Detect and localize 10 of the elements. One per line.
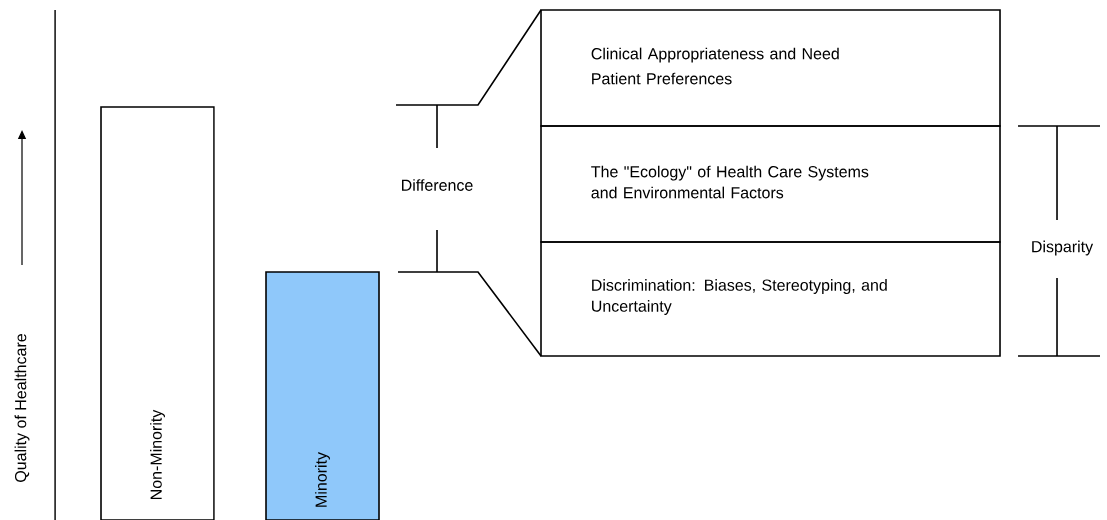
bar-label: Minority — [315, 452, 330, 507]
bar-label: Non-Minority — [150, 409, 165, 500]
factor-box: The "Ecology" of Health Care Systems and Environmental Factors — [540, 125, 1001, 243]
factor-box: Discrimination: Biases, Stereotyping, and Uncertainty — [540, 241, 1001, 357]
axis-label: Quality of Healthcare — [14, 334, 30, 482]
factor-box: Clinical Appropriateness and Need Patient Preferences — [540, 9, 1001, 127]
bar — [265, 271, 380, 520]
dimension-label: Disparity — [1032, 240, 1094, 256]
bar — [100, 106, 215, 520]
dimension-label: Difference — [402, 179, 473, 191]
